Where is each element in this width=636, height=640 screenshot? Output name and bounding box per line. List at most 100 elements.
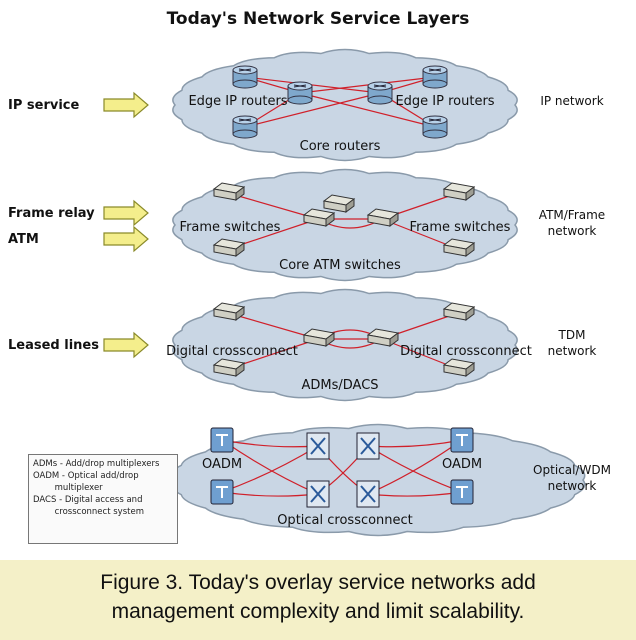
optical-crossconnect-icon	[306, 480, 330, 508]
box-side	[465, 242, 475, 257]
network-link	[227, 192, 319, 220]
service-label: ATM	[8, 232, 39, 247]
switch-box-icon	[442, 182, 476, 201]
router-base	[367, 95, 393, 105]
legend-line: crossconnect system	[33, 507, 144, 517]
node-label: Edge IP routers	[395, 94, 494, 109]
network-label: network	[548, 224, 597, 238]
box-side	[325, 212, 335, 227]
service-arrow	[103, 199, 149, 227]
router-cylinder-icon	[232, 115, 258, 139]
service-label: Leased lines	[8, 338, 99, 353]
oxc-cross	[310, 437, 326, 455]
box-side	[235, 306, 245, 321]
cloud-atm	[172, 168, 518, 282]
node-label: Digital crossconnect	[166, 344, 298, 359]
node-label: Core routers	[300, 139, 381, 154]
optical-node-icon	[210, 427, 234, 453]
cloud-tdm	[172, 288, 518, 402]
node-label: Optical crossconnect	[277, 513, 413, 528]
legend-line: ADMs - Add/drop multiplexers	[33, 459, 160, 469]
switch-box-icon	[212, 238, 246, 257]
box-side	[465, 186, 475, 201]
node-label: OADM	[202, 457, 242, 472]
layer-ip: IP service IP network Edge IP routers Edge …	[8, 48, 604, 162]
router-arrows	[373, 84, 387, 88]
legend-line: multiplexer	[33, 483, 103, 493]
service-arrow	[103, 91, 149, 119]
network-label: Optical/WDM	[533, 463, 611, 477]
router-base	[232, 129, 258, 139]
network-label: ATM/Frame	[539, 208, 605, 222]
figure-caption: Figure 3. Today's overlay service networ…	[0, 568, 636, 626]
caption-line-1: Figure 3. Today's overlay service networ…	[100, 571, 536, 594]
legend-line: DACS - Digital access and	[33, 495, 143, 505]
node-label: Edge IP routers	[188, 94, 287, 109]
node-label: ADMs/DACS	[301, 378, 378, 393]
optical-node-icon	[210, 479, 234, 505]
box-side	[389, 332, 399, 347]
router-base	[422, 79, 448, 89]
network-link	[299, 76, 436, 94]
node-label: OADM	[442, 457, 482, 472]
optical-crossconnect-icon	[306, 432, 330, 460]
router-base	[287, 95, 313, 105]
crossconnect-box-icon	[442, 302, 476, 321]
optical-crossconnect-icon	[356, 432, 380, 460]
router-cylinder-icon	[287, 81, 313, 105]
caption-line-2: management complexity and limit scalabil…	[111, 600, 525, 623]
box-side	[465, 362, 475, 377]
box-side	[235, 362, 245, 377]
service-arrow	[103, 225, 149, 253]
router-arrows	[238, 118, 252, 122]
crossconnect-box-icon	[212, 302, 246, 321]
optical-node-icon	[450, 427, 474, 453]
router-arrows	[428, 118, 442, 122]
optical-crossconnect-icon	[356, 480, 380, 508]
network-link	[244, 76, 381, 94]
router-base	[422, 129, 448, 139]
oxc-cross	[310, 485, 326, 503]
box-side	[325, 332, 335, 347]
switch-box-icon	[322, 194, 356, 213]
diagram-title: Today's Network Service Layers	[167, 9, 470, 29]
legend-box: ADMs - Add/drop multiplexers OADM - Opti…	[28, 454, 178, 544]
diagram-area: Today's Network Service Layers IP servic…	[0, 0, 636, 560]
oxc-cross	[360, 437, 376, 455]
service-label: IP service	[8, 98, 79, 113]
oadm-glyph	[216, 434, 228, 446]
router-cylinder-icon	[367, 81, 393, 105]
node-label: Core ATM switches	[279, 258, 401, 273]
box-side	[235, 186, 245, 201]
oadm-glyph	[456, 434, 468, 446]
router-base	[232, 79, 258, 89]
box-side	[389, 212, 399, 227]
layers: IP service IP network Edge IP routers Edge …	[8, 48, 611, 537]
switch-box-icon	[442, 238, 476, 257]
node-label: Frame switches	[180, 220, 281, 235]
switch-box-icon	[302, 208, 336, 227]
node-label: Frame switches	[410, 220, 511, 235]
box-side	[235, 242, 245, 257]
legend-line: OADM - Optical add/drop	[33, 471, 139, 481]
crossconnect-box-icon	[212, 358, 246, 377]
network-link	[299, 92, 436, 128]
network-diagram: Today's Network Service Layers IP servic…	[8, 9, 611, 537]
router-cylinder-icon	[422, 65, 448, 89]
box-side	[345, 198, 355, 213]
router-cylinder-icon	[232, 65, 258, 89]
network-label: TDM	[558, 328, 586, 342]
layer-tdm: Leased lines TDM network Digital crossconne…	[8, 288, 597, 402]
oxc-cross	[360, 485, 376, 503]
switch-box-icon	[212, 182, 246, 201]
node-label: Digital crossconnect	[400, 344, 532, 359]
router-cylinder-icon	[422, 115, 448, 139]
network-link	[244, 92, 381, 128]
crossconnect-box-icon	[366, 328, 400, 347]
service-label: Frame relay	[8, 206, 95, 221]
router-arrows	[238, 68, 252, 72]
network-label: network	[548, 344, 597, 358]
network-label: IP network	[540, 94, 603, 108]
